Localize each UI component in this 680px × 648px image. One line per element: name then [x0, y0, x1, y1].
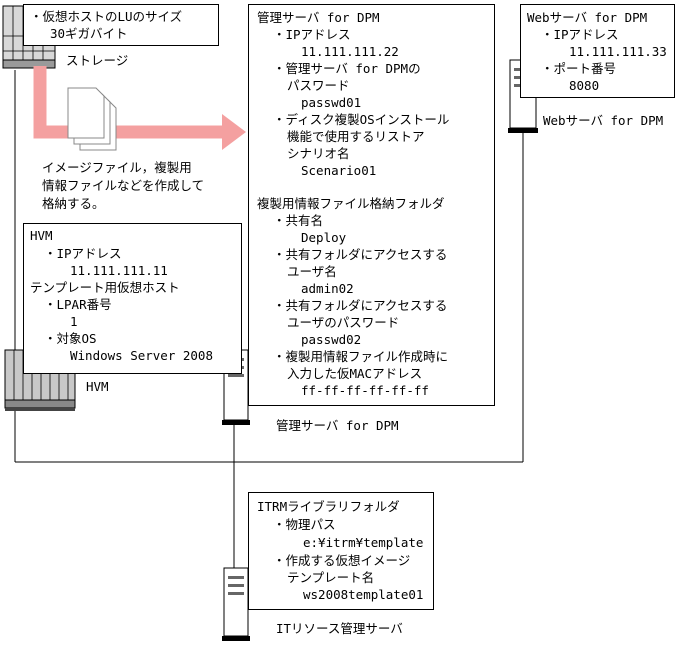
- web-ip-value: 11.111.111.33: [569, 44, 667, 59]
- document-stack-icon: [67, 87, 117, 151]
- storage-label: ストレージ: [66, 53, 129, 68]
- mgmt-share-label: ・共有名: [273, 213, 324, 228]
- mgmt-restore-value: Scenario01: [301, 163, 377, 178]
- storage-lu-size-value: 30ギガバイト: [50, 26, 128, 41]
- mgmt-server-label: 管理サーバ for DPM: [276, 418, 399, 433]
- mgmt-upw-value: passwd02: [301, 332, 362, 347]
- itrm-server-label: ITリソース管理サーバ: [276, 621, 403, 636]
- mgmt-mac-value: ff-ff-ff-ff-ff-ff: [301, 383, 429, 398]
- itrm-library-info-box: ITRMライブラリフォルダ ・物理パス e:¥itrm¥template ・作成…: [248, 492, 434, 610]
- mgmt-title: 管理サーバ for DPM: [257, 10, 380, 25]
- mgmt-folder-title: 複製用情報ファイル格納フォルダ: [257, 196, 445, 211]
- mgmt-restore-label-2: 機能で使用するリストア: [287, 129, 425, 144]
- mgmt-restore-label-3: シナリオ名: [287, 146, 350, 161]
- mgmt-ip-label: ・IPアドレス: [273, 27, 351, 42]
- web-ip-label: ・IPアドレス: [541, 27, 619, 42]
- web-port-value: 8080: [569, 78, 600, 93]
- hvm-label: HVM: [86, 379, 109, 394]
- hvm-lpar-label: ・LPAR番号: [44, 297, 112, 312]
- itrm-template-label-2: テンプレート名: [287, 570, 375, 585]
- mgmt-pw-label-2: パスワード: [287, 78, 350, 93]
- mgmt-user-label-1: ・共有フォルダにアクセスする: [273, 247, 448, 262]
- web-server-label: Webサーバ for DPM: [543, 113, 664, 128]
- arrow-note-line3: 格納する。: [42, 196, 105, 211]
- mgmt-mac-label-2: 入力した仮MACアドレス: [287, 366, 423, 381]
- mgmt-pw-label-1: ・管理サーバ for DPMの: [273, 61, 421, 76]
- itrm-title: ITRMライブラリフォルダ: [257, 499, 400, 514]
- hvm-os-value: Windows Server 2008: [70, 348, 213, 363]
- mgmt-pw-value: passwd01: [301, 95, 362, 110]
- hvm-info-box: HVM ・IPアドレス 11.111.111.11 テンプレート用仮想ホスト ・…: [23, 223, 242, 374]
- web-title: Webサーバ for DPM: [527, 10, 648, 25]
- itrm-path-value: e:¥itrm¥template: [303, 535, 424, 550]
- arrow-head: [222, 114, 246, 150]
- arrow-note-line2: 情報ファイルなどを作成して: [42, 178, 205, 193]
- itrm-template-label-1: ・作成する仮想イメージ: [273, 553, 411, 568]
- storage-info-box: ・仮想ホストのLUのサイズ 30ギガバイト: [23, 4, 219, 46]
- mgmt-share-value: Deploy: [301, 230, 347, 245]
- mgmt-server-info-box: 管理サーバ for DPM ・IPアドレス 11.111.111.22 ・管理サ…: [248, 4, 495, 406]
- mgmt-restore-label-1: ・ディスク複製OSインストール: [273, 112, 450, 127]
- mgmt-user-value: admin02: [301, 281, 354, 296]
- hvm-ip-value: 11.111.111.11: [70, 263, 168, 278]
- hvm-ip-label: ・IPアドレス: [44, 246, 122, 261]
- itrm-path-label: ・物理パス: [273, 517, 336, 532]
- hvm-title: HVM: [30, 228, 53, 243]
- web-port-label: ・ポート番号: [541, 61, 617, 76]
- mgmt-user-label-2: ユーザ名: [287, 264, 337, 279]
- itrm-template-value: ws2008template01: [303, 587, 424, 602]
- mgmt-upw-label-2: ユーザのパスワード: [287, 315, 400, 330]
- mgmt-mac-label-1: ・複製用情報ファイル作成時に: [273, 349, 449, 364]
- hvm-os-label: ・対象OS: [44, 331, 97, 346]
- arrow-note-line1: イメージファイル，複製用: [42, 160, 192, 175]
- hvm-lpar-value: 1: [70, 314, 78, 329]
- hvm-template-host: テンプレート用仮想ホスト: [30, 280, 180, 295]
- storage-lu-size-label: ・仮想ホストのLUのサイズ: [30, 9, 183, 24]
- web-server-info-box: Webサーバ for DPM ・IPアドレス 11.111.111.33 ・ポー…: [520, 4, 675, 98]
- mgmt-upw-label-1: ・共有フォルダにアクセスする: [273, 298, 448, 313]
- itrm-server-icon: [222, 567, 250, 641]
- data-flow-arrow: [33, 66, 226, 139]
- mgmt-ip-value: 11.111.111.22: [301, 44, 399, 59]
